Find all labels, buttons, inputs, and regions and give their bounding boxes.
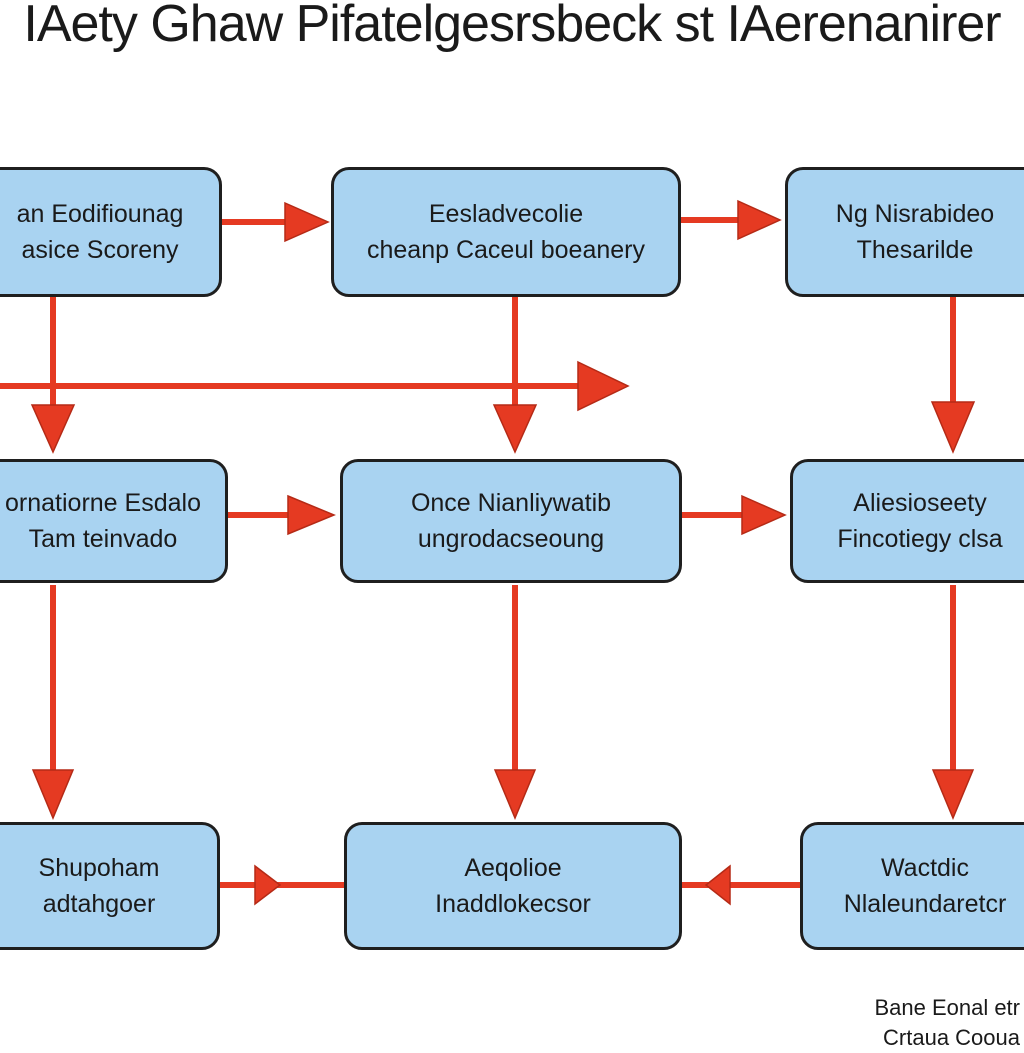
diagram-title: IAety Ghaw Pifatelgesrsbeck st IAerenani… xyxy=(23,0,1001,53)
node-n2: Eesladvecolie cheanp Caceul boeanery xyxy=(331,167,681,297)
node-n2-line1: Eesladvecolie xyxy=(428,200,584,228)
arrowhead-n6-n9 xyxy=(931,769,975,820)
node-n5: Once Nianliywatib ungrodacseoung xyxy=(340,459,682,583)
arrowhead-n8-n9 xyxy=(704,864,731,906)
arrowhead-n4-n5 xyxy=(287,494,336,536)
node-n8: Aeqolioe Inaddlokecsor xyxy=(344,822,682,950)
node-n9-line1: Wactdic xyxy=(881,854,969,882)
node-n4-line1: ornatiorne Esdalo xyxy=(5,489,201,517)
arrowhead-n2-n3 xyxy=(737,199,782,241)
arrowhead-n5-n8 xyxy=(493,769,537,820)
node-n6-line2: Fincotiegy clsa xyxy=(837,525,1003,553)
footnote-line2: Crtaua Cooua xyxy=(883,1025,1020,1050)
node-n2-line2: cheanp Caceul boeanery xyxy=(367,236,645,264)
arrowhead-n1-n2 xyxy=(284,201,330,243)
arrowhead-n4-n7 xyxy=(31,769,75,820)
arrowhead-n2-n5 xyxy=(492,404,538,454)
node-n9: Wactdic Nlaleundaretcr xyxy=(800,822,1024,950)
node-n3: Ng Nisrabideo Thesarilde xyxy=(785,167,1024,297)
node-n5-line2: ungrodacseoung xyxy=(417,525,605,553)
node-n7-line2: adtahgoer xyxy=(42,890,156,918)
arrowhead-crossbar xyxy=(577,360,630,412)
edges-layer xyxy=(0,199,976,906)
node-n4-line2: Tam teinvado xyxy=(28,525,178,553)
node-n8-line1: Aeqolioe xyxy=(464,854,562,882)
node-n6: Aliesioseety Fincotiegy clsa xyxy=(790,459,1024,583)
footnote: Bane Eonal etr Crtaua Cooua xyxy=(874,993,1020,1053)
node-n5-line1: Once Nianliywatib xyxy=(410,489,612,517)
node-n1: an Eodifiounag asice Scoreny xyxy=(0,167,222,297)
node-n1-line1: an Eodifiounag xyxy=(16,200,184,228)
arrowhead-n1-n4 xyxy=(30,404,76,454)
footnote-line1: Bane Eonal etr xyxy=(874,995,1020,1020)
node-n7-line1: Shupoham xyxy=(38,854,160,882)
arrowhead-n3-n6 xyxy=(930,401,976,454)
node-n1-line2: asice Scoreny xyxy=(21,236,179,264)
arrowhead-n5-n6 xyxy=(741,494,787,536)
node-n7: Shupoham adtahgoer xyxy=(0,822,220,950)
node-n3-line2: Thesarilde xyxy=(856,236,974,264)
node-n3-line1: Ng Nisrabideo xyxy=(835,200,995,228)
node-n9-line2: Nlaleundaretcr xyxy=(843,890,1007,918)
node-n8-line2: Inaddlokecsor xyxy=(435,890,591,918)
node-n6-line1: Aliesioseety xyxy=(853,489,987,517)
arrowhead-n7-n8 xyxy=(254,864,282,906)
node-n4: ornatiorne Esdalo Tam teinvado xyxy=(0,459,228,583)
